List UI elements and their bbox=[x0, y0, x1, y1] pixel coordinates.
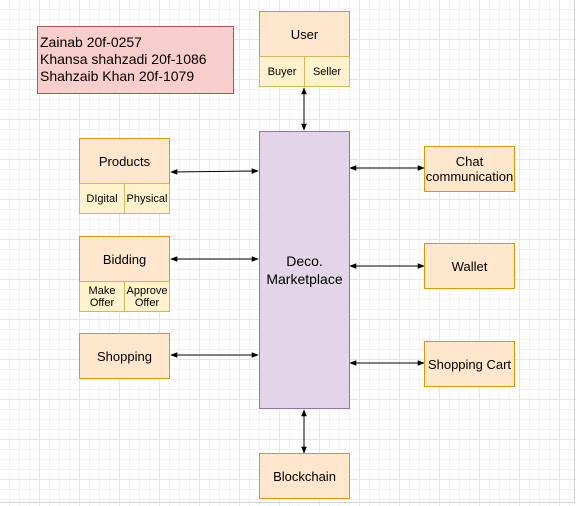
user-seller-cell[interactable]: Seller bbox=[304, 56, 350, 87]
wallet-label: Wallet bbox=[451, 258, 488, 274]
approve-offer-line1: Approve bbox=[126, 284, 168, 297]
authors-note[interactable]: Zainab 20f-0257 Khansa shahzadi 20f-1086… bbox=[37, 26, 234, 94]
approve-offer-line2: Offer bbox=[134, 296, 160, 309]
chat-label-line2: communication bbox=[425, 169, 514, 184]
marketplace-label-line2: Marketplace bbox=[266, 271, 343, 287]
author-2: Khansa shahzadi 20f-1086 bbox=[40, 51, 207, 67]
shopping-cart-node[interactable]: Shopping Cart bbox=[424, 341, 515, 387]
make-offer-line2: Offer bbox=[89, 296, 115, 309]
digital-label: DIgital bbox=[86, 192, 118, 205]
user-node[interactable]: User bbox=[259, 11, 350, 57]
wallet-node[interactable]: Wallet bbox=[424, 243, 515, 289]
user-label: User bbox=[290, 26, 319, 42]
bidding-approve-offer-cell[interactable]: Approve Offer bbox=[124, 281, 170, 312]
chat-node[interactable]: Chat communication bbox=[424, 146, 515, 192]
make-offer-line1: Make bbox=[88, 284, 116, 297]
edge-products-center bbox=[170, 168, 259, 175]
buyer-label: Buyer bbox=[267, 65, 297, 78]
products-label: Products bbox=[98, 153, 151, 169]
bidding-label: Bidding bbox=[102, 251, 147, 267]
marketplace-node[interactable]: Deco. Marketplace bbox=[259, 131, 350, 409]
seller-label: Seller bbox=[312, 65, 342, 78]
physical-label: Physical bbox=[126, 192, 168, 205]
products-node[interactable]: Products bbox=[79, 138, 170, 184]
marketplace-label-line1: Deco. bbox=[286, 253, 323, 269]
user-buyer-cell[interactable]: Buyer bbox=[259, 56, 305, 87]
products-digital-cell[interactable]: DIgital bbox=[79, 183, 125, 214]
blockchain-node[interactable]: Blockchain bbox=[259, 453, 350, 499]
author-1: Zainab 20f-0257 bbox=[40, 34, 142, 50]
products-physical-cell[interactable]: Physical bbox=[124, 183, 170, 214]
blockchain-label: Blockchain bbox=[273, 468, 336, 484]
author-3: Shahzaib Khan 20f-1079 bbox=[40, 68, 195, 84]
bidding-make-offer-cell[interactable]: Make Offer bbox=[79, 281, 125, 312]
shopping-node[interactable]: Shopping bbox=[79, 333, 170, 379]
bidding-node[interactable]: Bidding bbox=[79, 236, 170, 282]
shopping-cart-label: Shopping Cart bbox=[427, 356, 512, 372]
chat-label-line1: Chat bbox=[455, 154, 484, 169]
shopping-label: Shopping bbox=[97, 348, 152, 364]
